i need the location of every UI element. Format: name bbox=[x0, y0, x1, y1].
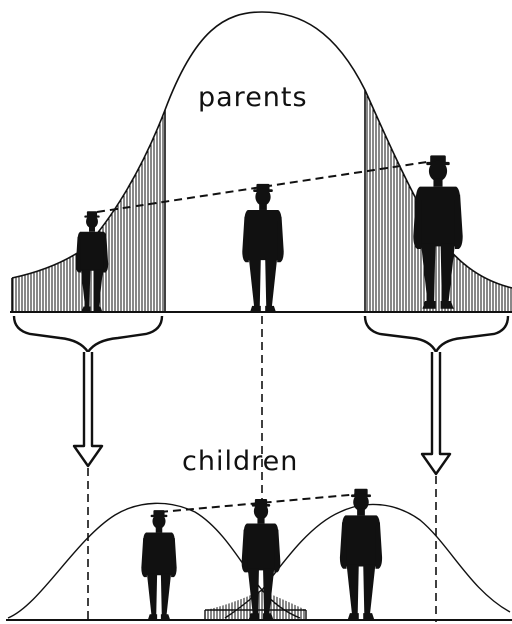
left-down-arrow bbox=[74, 352, 102, 466]
parents-label: parents bbox=[198, 82, 308, 113]
right-down-arrow bbox=[422, 352, 450, 474]
left-bracket bbox=[14, 316, 162, 352]
right-bracket bbox=[365, 316, 508, 352]
children-label: children bbox=[182, 446, 298, 477]
child-figure-tall bbox=[340, 489, 382, 620]
parent-figure-average bbox=[242, 184, 283, 313]
child-figure-short bbox=[141, 510, 176, 620]
